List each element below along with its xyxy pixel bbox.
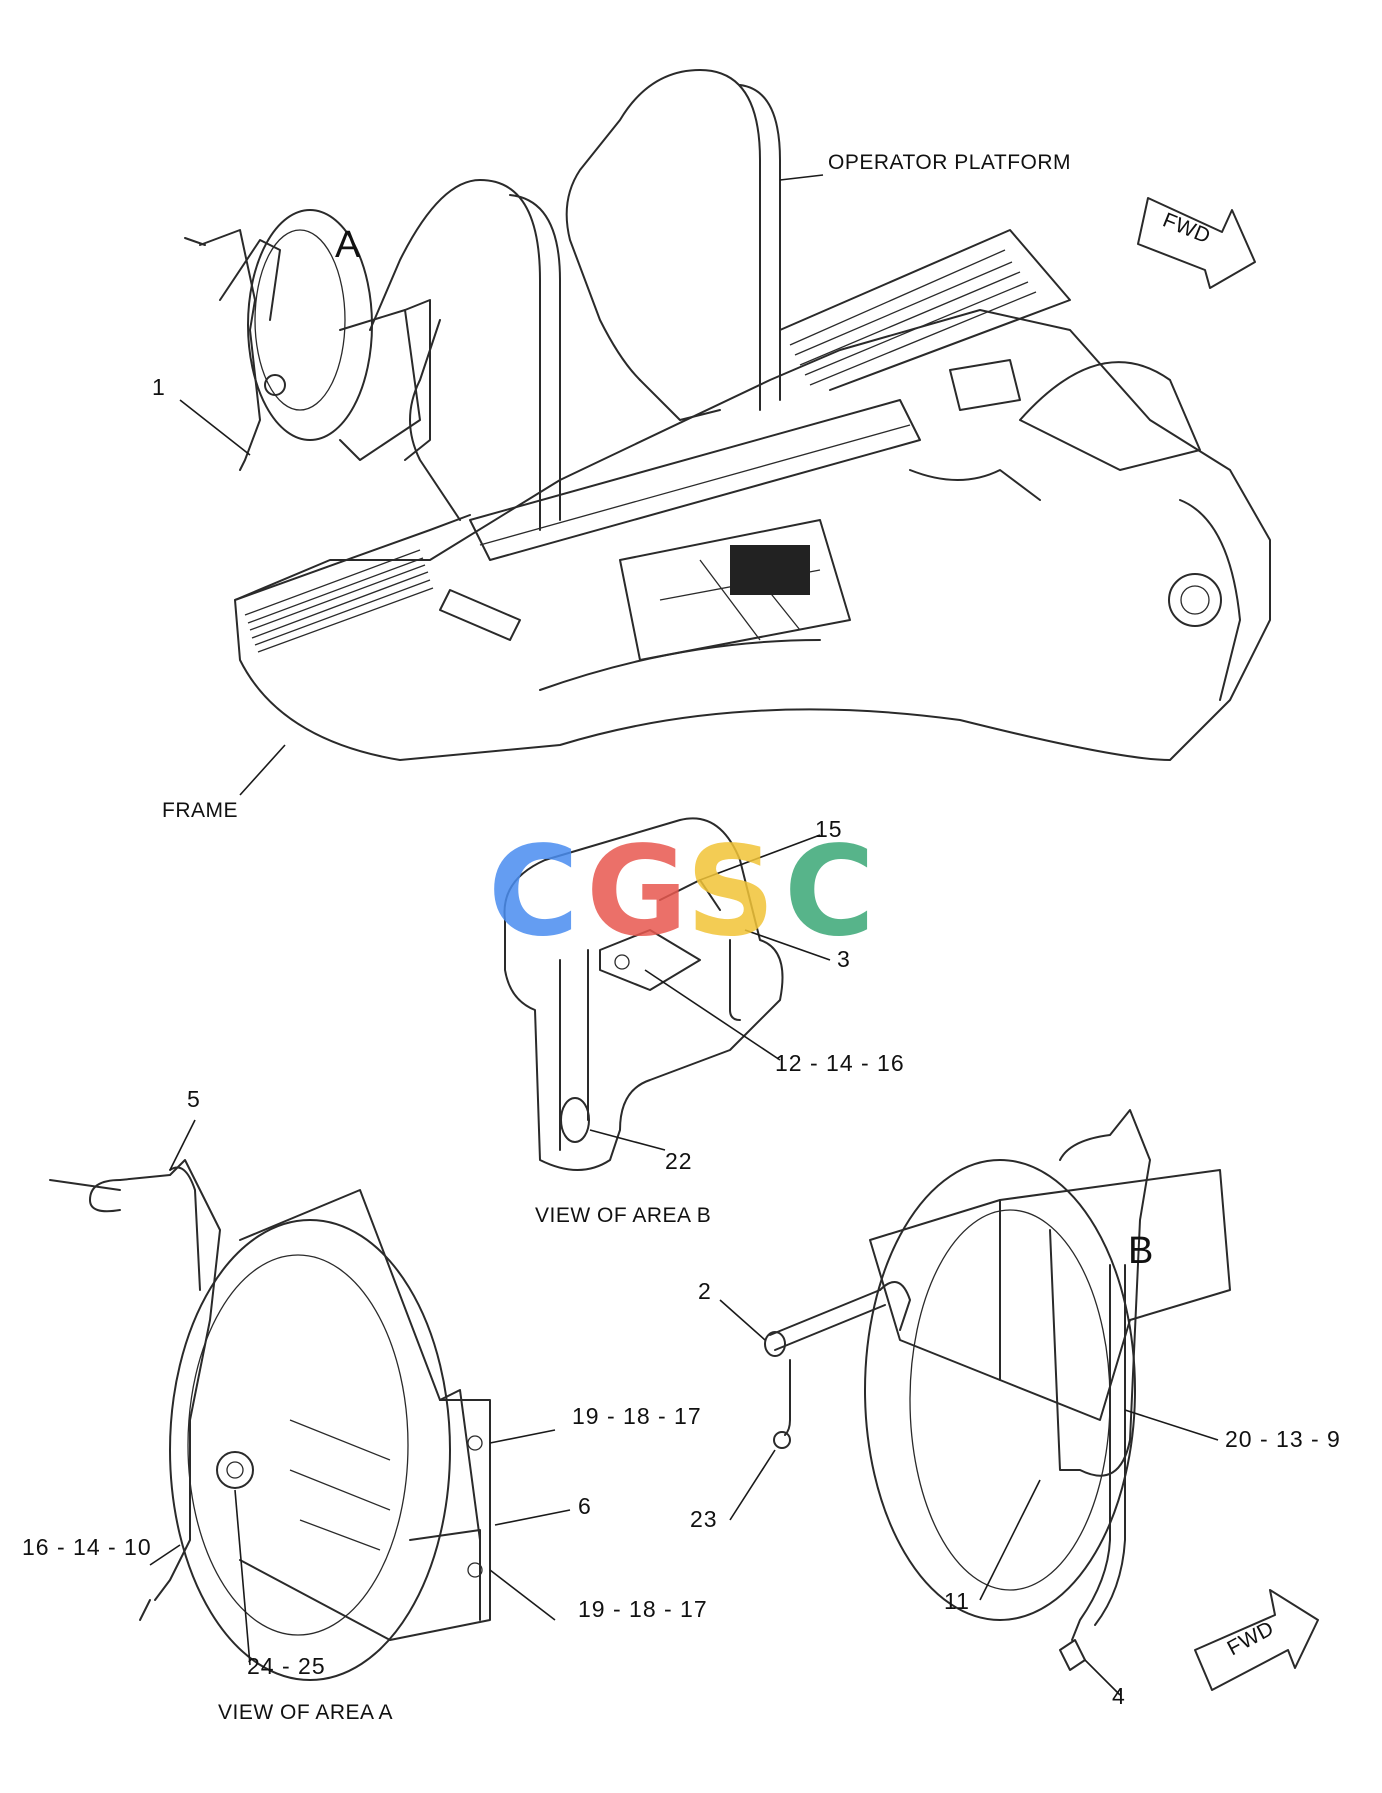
callout-leaders (149, 174, 1219, 1696)
area-a-marker: A (335, 224, 361, 266)
callout-5: 5 (187, 1086, 201, 1112)
callout-15: 15 (815, 816, 843, 842)
hose-reel-bottom-right (764, 1109, 1231, 1671)
view-area-b-drawing (503, 817, 784, 1171)
callout-16-14-10: 16 - 14 - 10 (22, 1534, 152, 1560)
callout-20-13-9: 20 - 13 - 9 (1225, 1426, 1341, 1452)
callout-1: 1 (152, 374, 166, 400)
callout-19-18-17-lower: 19 - 18 - 17 (578, 1596, 708, 1622)
view-area-a-caption: VIEW OF AREA A (218, 1701, 394, 1724)
callout-11: 11 (944, 1588, 970, 1614)
hose-reel-area-a-small (184, 209, 431, 471)
callout-2: 2 (698, 1278, 712, 1304)
hose-reel-area-a-large (49, 1159, 491, 1681)
callout-4: 4 (1112, 1683, 1126, 1709)
fwd-arrow-top-icon (1137, 197, 1256, 289)
fwd-arrow-bottom-icon (1194, 1589, 1319, 1691)
watermark-letter-2: G (586, 820, 688, 964)
callout-22: 22 (665, 1148, 693, 1174)
callout-3: 3 (837, 946, 851, 972)
watermark-letter-1: C (488, 820, 580, 964)
area-b-marker: B (1128, 1230, 1154, 1272)
callout-19-18-17-upper: 19 - 18 - 17 (572, 1403, 702, 1429)
machine-frame-drawing (234, 229, 1271, 761)
view-area-b-caption: VIEW OF AREA B (535, 1204, 712, 1227)
watermark-letter-3: S (686, 820, 776, 964)
callout-23: 23 (690, 1506, 718, 1532)
watermark-letter-4: C (784, 820, 876, 964)
callout-24-25: 24 - 25 (247, 1653, 326, 1679)
operator-platform-label: OPERATOR PLATFORM (828, 151, 1072, 174)
operator-platform-handrails (369, 69, 781, 531)
callout-6: 6 (578, 1493, 592, 1519)
callout-12-14-16: 12 - 14 - 16 (775, 1050, 905, 1076)
frame-label: FRAME (162, 799, 238, 822)
